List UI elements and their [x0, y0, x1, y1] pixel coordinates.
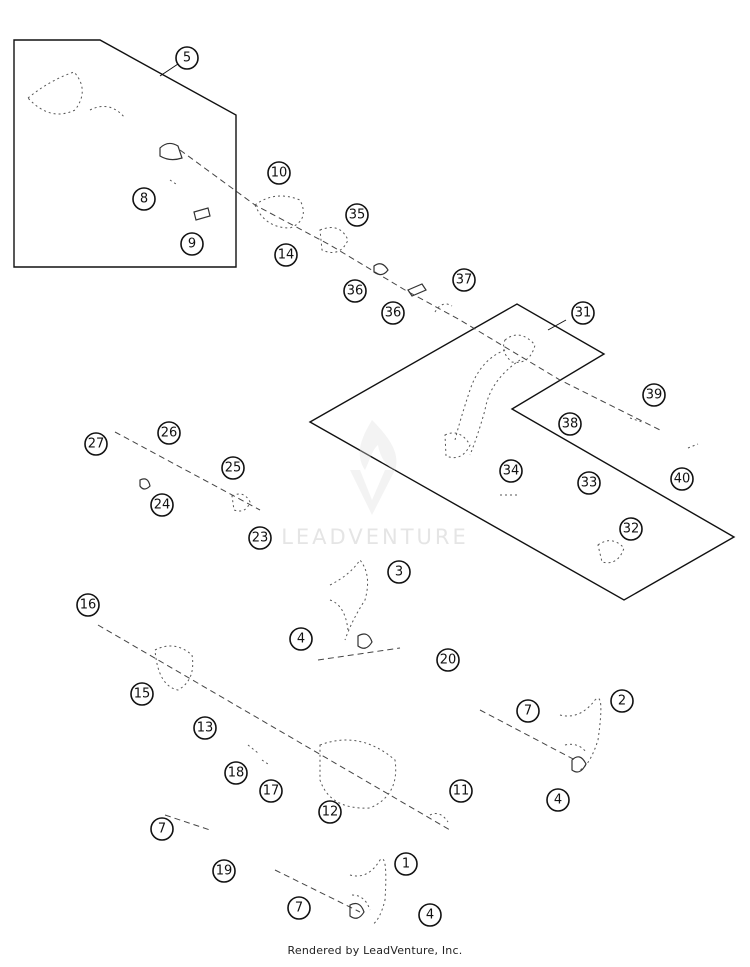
callout-39: 39 [642, 383, 666, 407]
svg-text:1: 1 [402, 857, 410, 872]
callout-13: 13 [193, 716, 217, 740]
watermark: LEADVENTURE [281, 525, 469, 549]
svg-text:12: 12 [322, 805, 339, 820]
callout-17: 17 [259, 779, 283, 803]
callout-20: 20 [436, 648, 460, 672]
svg-text:9: 9 [188, 237, 196, 252]
callout-7a: 7 [516, 699, 540, 723]
svg-text:11: 11 [453, 784, 470, 799]
callout-5: 5 [175, 46, 199, 70]
svg-text:36: 36 [385, 306, 402, 321]
callouts: 5 8 9 10 14 35 36 36 37 31 39 38 40 34 3… [76, 46, 694, 927]
callout-23: 23 [248, 526, 272, 550]
callout-24: 24 [150, 493, 174, 517]
svg-text:15: 15 [134, 687, 151, 702]
svg-text:4: 4 [426, 908, 434, 923]
svg-text:8: 8 [140, 192, 148, 207]
callout-19: 19 [212, 859, 236, 883]
svg-text:3: 3 [395, 565, 403, 580]
svg-text:18: 18 [228, 766, 245, 781]
svg-text:39: 39 [646, 388, 663, 403]
svg-text:32: 32 [623, 522, 640, 537]
svg-text:20: 20 [440, 653, 457, 668]
callout-4b: 4 [546, 788, 570, 812]
callout-35: 35 [345, 203, 369, 227]
callout-1: 1 [394, 852, 418, 876]
callout-36a: 36 [343, 279, 367, 303]
svg-text:37: 37 [456, 273, 473, 288]
svg-text:7: 7 [158, 822, 166, 837]
callout-14: 14 [274, 243, 298, 267]
svg-text:13: 13 [197, 721, 214, 736]
callout-10: 10 [267, 161, 291, 185]
callout-7c: 7 [287, 896, 311, 920]
svg-text:25: 25 [225, 461, 242, 476]
assembly-panel-31 [308, 303, 736, 601]
svg-text:24: 24 [154, 498, 171, 513]
callout-25: 25 [221, 456, 245, 480]
callout-3: 3 [387, 560, 411, 584]
svg-text:7: 7 [524, 704, 532, 719]
callout-40: 40 [670, 467, 694, 491]
leadventure-logo-icon [350, 420, 397, 515]
callout-38: 38 [558, 412, 582, 436]
leader-lines [159, 63, 567, 331]
svg-text:23: 23 [252, 531, 269, 546]
svg-text:38: 38 [562, 417, 579, 432]
svg-text:26: 26 [161, 426, 178, 441]
svg-text:2: 2 [618, 694, 626, 709]
svg-text:14: 14 [278, 248, 295, 263]
svg-text:36: 36 [347, 284, 364, 299]
callout-12: 12 [318, 800, 342, 824]
callout-26: 26 [157, 421, 181, 445]
callout-11: 11 [449, 779, 473, 803]
svg-text:17: 17 [263, 784, 280, 799]
svg-text:31: 31 [575, 306, 592, 321]
svg-text:33: 33 [581, 476, 598, 491]
callout-18: 18 [224, 761, 248, 785]
parts-linework [27, 71, 699, 926]
callout-4c: 4 [418, 903, 442, 927]
callout-34: 34 [499, 459, 523, 483]
svg-text:19: 19 [216, 864, 233, 879]
callout-27: 27 [84, 432, 108, 456]
svg-text:40: 40 [674, 472, 691, 487]
callout-16: 16 [76, 593, 100, 617]
svg-text:34: 34 [503, 464, 520, 479]
svg-text:35: 35 [349, 208, 366, 223]
callout-4a: 4 [289, 627, 313, 651]
callout-9: 9 [180, 232, 204, 256]
svg-text:27: 27 [88, 437, 105, 452]
footer-credit: Rendered by LeadVenture, Inc. [287, 944, 463, 957]
callout-31: 31 [571, 301, 595, 325]
svg-text:10: 10 [271, 166, 288, 181]
callout-32: 32 [619, 517, 643, 541]
callout-7b: 7 [150, 817, 174, 841]
svg-text:7: 7 [295, 901, 303, 916]
assembly-panel-5 [13, 39, 237, 268]
callout-8: 8 [132, 187, 156, 211]
svg-text:4: 4 [554, 793, 562, 808]
svg-text:16: 16 [80, 598, 97, 613]
callout-15: 15 [130, 682, 154, 706]
callout-33: 33 [577, 471, 601, 495]
callout-36b: 36 [381, 301, 405, 325]
callout-37: 37 [452, 268, 476, 292]
svg-text:5: 5 [183, 51, 191, 66]
callout-2: 2 [610, 689, 634, 713]
svg-text:4: 4 [297, 632, 305, 647]
